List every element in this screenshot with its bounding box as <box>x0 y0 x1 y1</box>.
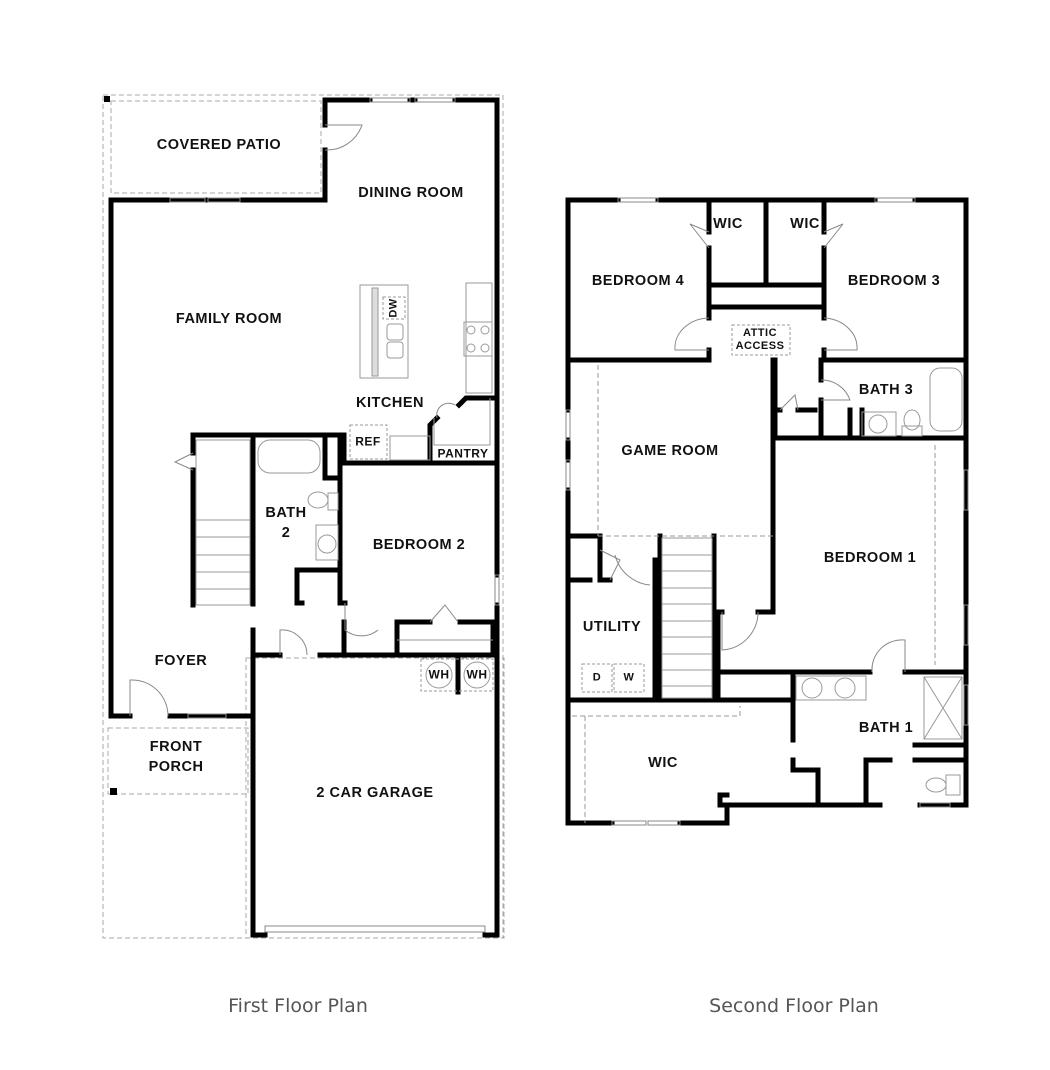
room-label-bedroom-1: BEDROOM 1 <box>823 550 917 566</box>
room-label-master-wic: WIC <box>648 755 678 771</box>
room-label-pantry: PANTRY <box>437 446 489 461</box>
room-label-kitchen: KITCHEN <box>356 395 424 411</box>
appliance-label-washer: W <box>623 671 635 684</box>
room-label-utility: UTILITY <box>582 619 642 635</box>
first-floor-plan <box>102 94 505 939</box>
room-label-family-room: FAMILY ROOM <box>175 311 283 327</box>
room-label-attic-access: ATTIC ACCESS <box>735 327 785 352</box>
room-label-bath-3: BATH 3 <box>858 382 914 398</box>
room-label-game-room: GAME ROOM <box>621 443 719 459</box>
appliance-label-dryer: D <box>592 671 602 684</box>
room-label-bedroom-2: BEDROOM 2 <box>372 537 466 553</box>
appliance-label-water-heater-2: WH <box>466 667 488 682</box>
room-label-dining-room: DINING ROOM <box>358 185 464 201</box>
room-label-garage: 2 CAR GARAGE <box>316 785 434 801</box>
room-label-front-porch: FRONT PORCH <box>148 739 204 775</box>
room-label-wic-left: WIC <box>713 216 743 232</box>
appliance-label-refrigerator: REF <box>355 434 381 449</box>
room-label-bath-2: BATH 2 <box>265 505 307 541</box>
second-floor-caption: Second Floor Plan <box>709 995 879 1017</box>
second-floor-plan <box>565 197 969 826</box>
room-label-foyer: FOYER <box>154 653 208 669</box>
room-label-bedroom-4: BEDROOM 4 <box>591 273 685 289</box>
appliance-label-dishwasher: DW <box>387 298 400 318</box>
appliance-label-water-heater-1: WH <box>428 667 450 682</box>
first-floor-caption: First Floor Plan <box>228 995 368 1017</box>
room-label-covered-patio: COVERED PATIO <box>156 137 282 153</box>
room-label-wic-right: WIC <box>790 216 820 232</box>
room-label-bedroom-3: BEDROOM 3 <box>847 273 941 289</box>
room-label-bath-1: BATH 1 <box>858 720 914 736</box>
